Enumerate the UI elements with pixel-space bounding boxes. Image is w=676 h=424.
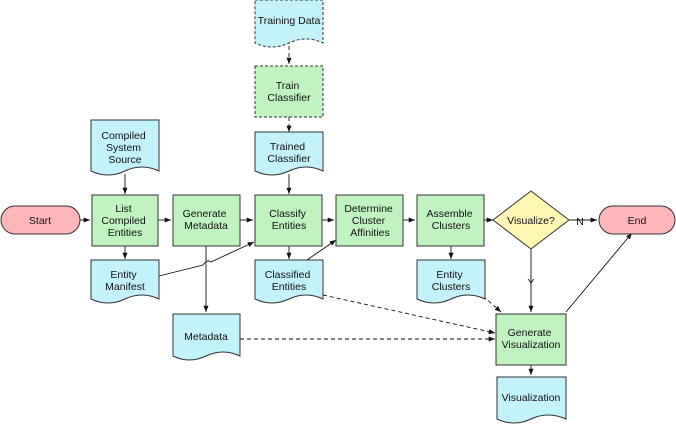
list-entities-line: Compiled [101,215,146,227]
training-data-label: Training Data [258,15,321,27]
list-entities-label: List Compiled Entities [101,203,148,239]
edge-classified-to-visualization-step [322,294,496,335]
visualization-label: Visualization [502,392,561,404]
classify-entities-line: Classify [269,208,307,220]
train-classifier-label: Train Classifier [267,80,311,104]
metadata-label: Metadata [184,331,228,343]
generate-visualization-line: Generate [508,327,552,339]
trained-classifier-line: Classifier [267,153,311,165]
entity-manifest-line: Manifest [105,281,145,293]
classify-entities-label: Classify Entities [269,208,309,232]
trained-classifier-line: Trained [270,141,305,153]
generate-metadata-line: Metadata [184,220,228,232]
generate-metadata-node: Generate Metadata [172,194,241,247]
generate-metadata-label: Generate Metadata [183,208,230,232]
end-node: End [598,205,676,235]
edge-manifest-to-classify [158,241,255,277]
determine-affinities-line: Determine [344,203,393,215]
metadata-node: Metadata [172,313,241,361]
edge-label-no: N [576,216,584,228]
train-classifier-line: Classifier [267,92,311,104]
classify-entities-line: Entities [272,220,306,232]
compiled-source-line: System [106,142,141,154]
entity-clusters-line: Entity [436,269,463,281]
determine-affinities-line: Affinities [350,227,390,239]
edge-visualization-step-to-end [565,232,633,313]
start-node: Start [0,205,81,235]
entity-clusters-label: Entity Clusters [432,269,471,293]
entity-manifest-node: Entity Manifest [90,259,160,304]
entity-clusters-line: Clusters [432,281,471,293]
list-entities-node: List Compiled Entities [91,194,159,247]
determine-affinities-node: Determine Cluster Affinities [335,194,404,247]
visualization-node: Visualization [496,376,567,424]
classified-entities-line: Classified [265,269,311,281]
generate-metadata-line: Generate [183,208,227,220]
entity-manifest-label: Entity Manifest [105,269,145,293]
list-entities-line: List [115,203,131,215]
edge-clusters-to-visualization-step [482,295,502,313]
list-entities-line: Entities [108,227,142,239]
trained-classifier-label: Trained Classifier [267,141,311,165]
visualize-decision-node: Visualize? [492,190,570,250]
edge-classified-to-affinities [303,239,337,263]
entity-clusters-node: Entity Clusters [416,259,486,304]
assemble-clusters-line: Assemble [426,208,472,220]
compiled-source-label: Compiled System Source [101,130,148,166]
determine-affinities-label: Determine Cluster Affinities [344,203,395,239]
start-label: Start [29,215,51,227]
determine-affinities-line: Cluster [352,215,386,227]
generate-visualization-label: Generate Visualization [502,327,561,351]
classified-entities-line: Entities [272,281,306,293]
classified-entities-node: Classified Entities [254,259,324,304]
compiled-source-line: Compiled [101,130,146,142]
training-data-node: Training Data [254,0,324,48]
classified-entities-label: Classified Entities [265,269,313,293]
classify-entities-node: Classify Entities [254,194,323,247]
assemble-clusters-node: Assemble Clusters [416,194,485,247]
generate-visualization-line: Visualization [502,339,561,351]
train-classifier-line: Train [276,80,300,92]
entity-manifest-line: Entity [110,269,137,281]
edges [80,46,633,375]
compiled-source-line: Source [108,154,141,166]
train-classifier-node: Train Classifier [254,65,324,118]
assemble-clusters-line: Clusters [432,220,471,232]
assemble-clusters-label: Assemble Clusters [426,208,475,232]
edge-label-yes: Y [527,277,534,289]
compiled-source-node: Compiled System Source [90,119,160,176]
trained-classifier-node: Trained Classifier [254,131,324,176]
generate-visualization-node: Generate Visualization [495,313,567,366]
end-label: End [628,215,647,227]
visualize-decision-label: Visualize? [507,215,555,227]
